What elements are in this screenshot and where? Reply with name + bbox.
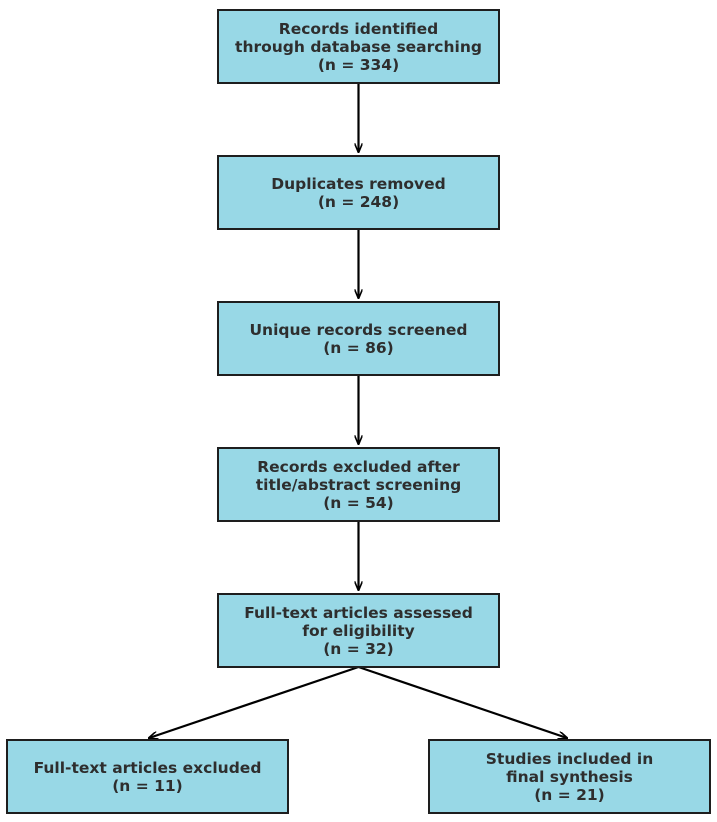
records-excluded-abstract-box: Records excluded after title/abstract sc…: [217, 447, 500, 522]
unique-records-screened-box: Unique records screened (n = 86): [217, 301, 500, 376]
box-count: (n = 54): [323, 493, 394, 512]
box-line: through database searching: [235, 37, 482, 56]
records-identified-box: Records identified through database sear…: [217, 9, 500, 84]
arrow-fulltext-to-excluded-fulltext: [149, 665, 359, 738]
box-line: Duplicates removed: [271, 174, 446, 193]
box-count: (n = 32): [323, 639, 394, 658]
box-count: (n = 11): [112, 776, 183, 795]
fulltext-excluded-box: Full-text articles excluded (n = 11): [6, 739, 289, 814]
box-count: (n = 334): [317, 55, 400, 74]
box-line: Full-text articles excluded: [33, 758, 262, 777]
duplicates-removed-box: Duplicates removed (n = 248): [217, 155, 500, 230]
fulltext-assessed-box: Full-text articles assessed for eligibil…: [217, 593, 500, 668]
box-line: Unique records screened: [249, 320, 468, 339]
box-line: Full-text articles assessed: [244, 603, 473, 622]
box-line: title/abstract screening: [255, 475, 462, 494]
box-count: (n = 248): [317, 192, 400, 211]
box-count: (n = 86): [323, 338, 394, 357]
box-line: for eligibility: [302, 621, 415, 640]
box-line: final synthesis: [506, 767, 633, 786]
studies-included-box: Studies included in final synthesis (n =…: [428, 739, 711, 814]
box-line: Records identified: [278, 19, 439, 38]
arrow-fulltext-to-included: [358, 665, 568, 738]
box-line: Studies included in: [485, 749, 654, 768]
box-count: (n = 21): [534, 785, 605, 804]
box-line: Records excluded after: [257, 457, 460, 476]
